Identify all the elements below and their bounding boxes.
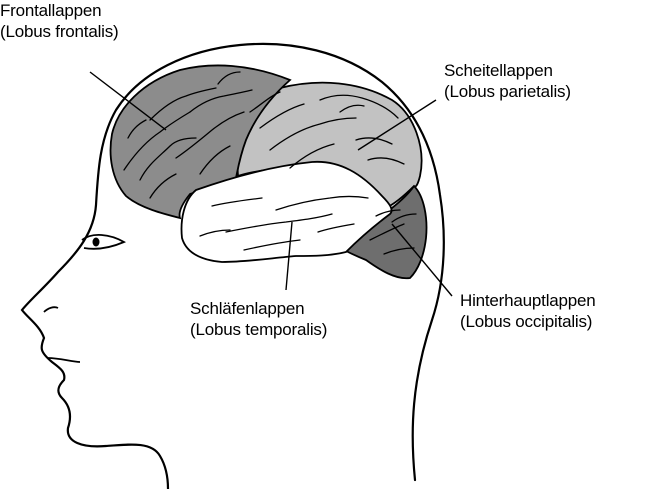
leader-lines <box>89 71 453 297</box>
label-occipital-name: Hinterhauptlappen <box>460 291 596 310</box>
sulci <box>123 71 417 255</box>
leader-line-frontal <box>89 71 167 131</box>
label-temporal-latin: (Lobus temporalis) <box>190 320 328 339</box>
leader-line-temporal <box>285 221 293 291</box>
label-parietal-name: Scheitellappen <box>444 61 553 80</box>
leader-line-parietal <box>357 99 437 151</box>
head-outline <box>20 42 445 489</box>
label-parietal: Scheitellappen (Lobus parietalis) <box>444 60 571 102</box>
leader-line-occipital <box>391 223 453 297</box>
label-frontal: Frontallappen (Lobus frontalis) <box>0 0 119 42</box>
temporal-lobe <box>180 160 393 263</box>
label-parietal-latin: (Lobus parietalis) <box>444 82 571 101</box>
label-occipital-latin: (Lobus occipitalis) <box>460 312 593 331</box>
label-occipital: Hinterhauptlappen (Lobus occipitalis) <box>460 290 596 332</box>
eye <box>81 234 127 250</box>
label-temporal-name: Schläfenlappen <box>190 299 305 318</box>
label-frontal-latin: (Lobus frontalis) <box>0 22 119 41</box>
label-temporal: Schläfenlappen (Lobus temporalis) <box>190 298 327 340</box>
mouth <box>47 357 81 363</box>
nostril <box>43 306 59 313</box>
frontal-lobe <box>109 64 292 220</box>
label-frontal-name: Frontallappen <box>0 1 102 20</box>
